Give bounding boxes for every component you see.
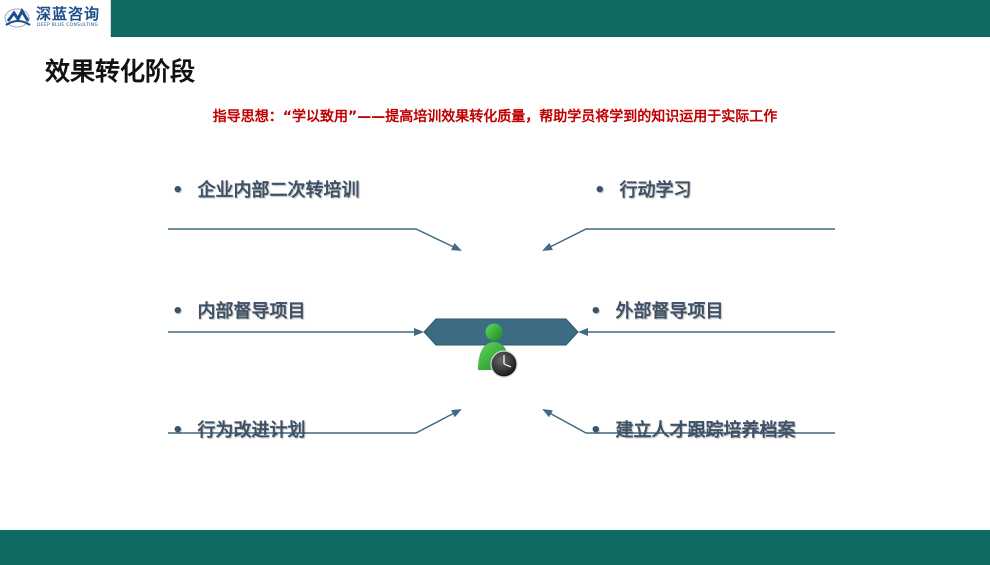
bullet: • — [172, 301, 184, 322]
item-label: 内部督导项目 — [197, 301, 306, 322]
item-behavior-improvement: • 行为改进计划 — [172, 416, 306, 442]
bullet: • — [594, 180, 606, 201]
item-label: 企业内部二次转培训 — [197, 180, 360, 201]
arrow-line-left-top — [168, 228, 462, 251]
item-label: 外部督导项目 — [615, 301, 724, 322]
item-action-learning: • 行动学习 — [594, 176, 692, 202]
item-talent-tracking: • 建立人才跟踪培养档案 — [590, 416, 796, 442]
guideline-text: 指导思想：“学以致用”——提高培训效果转化质量，帮助学员将学到的知识运用于实际工… — [212, 109, 778, 125]
item-label: 行动学习 — [619, 180, 692, 201]
item-internal-supervision: • 内部督导项目 — [172, 297, 306, 323]
logo-name: 深蓝咨询 — [36, 5, 101, 23]
logo-icon — [4, 7, 31, 28]
top-bar — [0, 0, 990, 37]
bullet: • — [590, 420, 602, 441]
logo-subtitle: DEEP BLUE CONSULTING — [37, 23, 99, 28]
bullet: • — [172, 180, 184, 201]
item-external-supervision: • 外部督导项目 — [590, 297, 724, 323]
item-internal-secondary-training: • 企业内部二次转培训 — [172, 176, 360, 202]
arrow-line-right-bottom — [542, 409, 835, 434]
arrow-line-left-bottom — [168, 409, 462, 434]
page-title: 效果转化阶段 — [45, 57, 196, 86]
bottom-bar — [0, 530, 990, 565]
arrow-line-right-top — [542, 228, 835, 251]
item-label: 建立人才跟踪培养档案 — [615, 420, 796, 441]
bullet: • — [172, 420, 184, 441]
logo: 深蓝咨询 DEEP BLUE CONSULTING — [0, 0, 111, 37]
clock-icon — [490, 350, 518, 378]
item-label: 行为改进计划 — [197, 420, 306, 441]
bullet: • — [590, 301, 602, 322]
